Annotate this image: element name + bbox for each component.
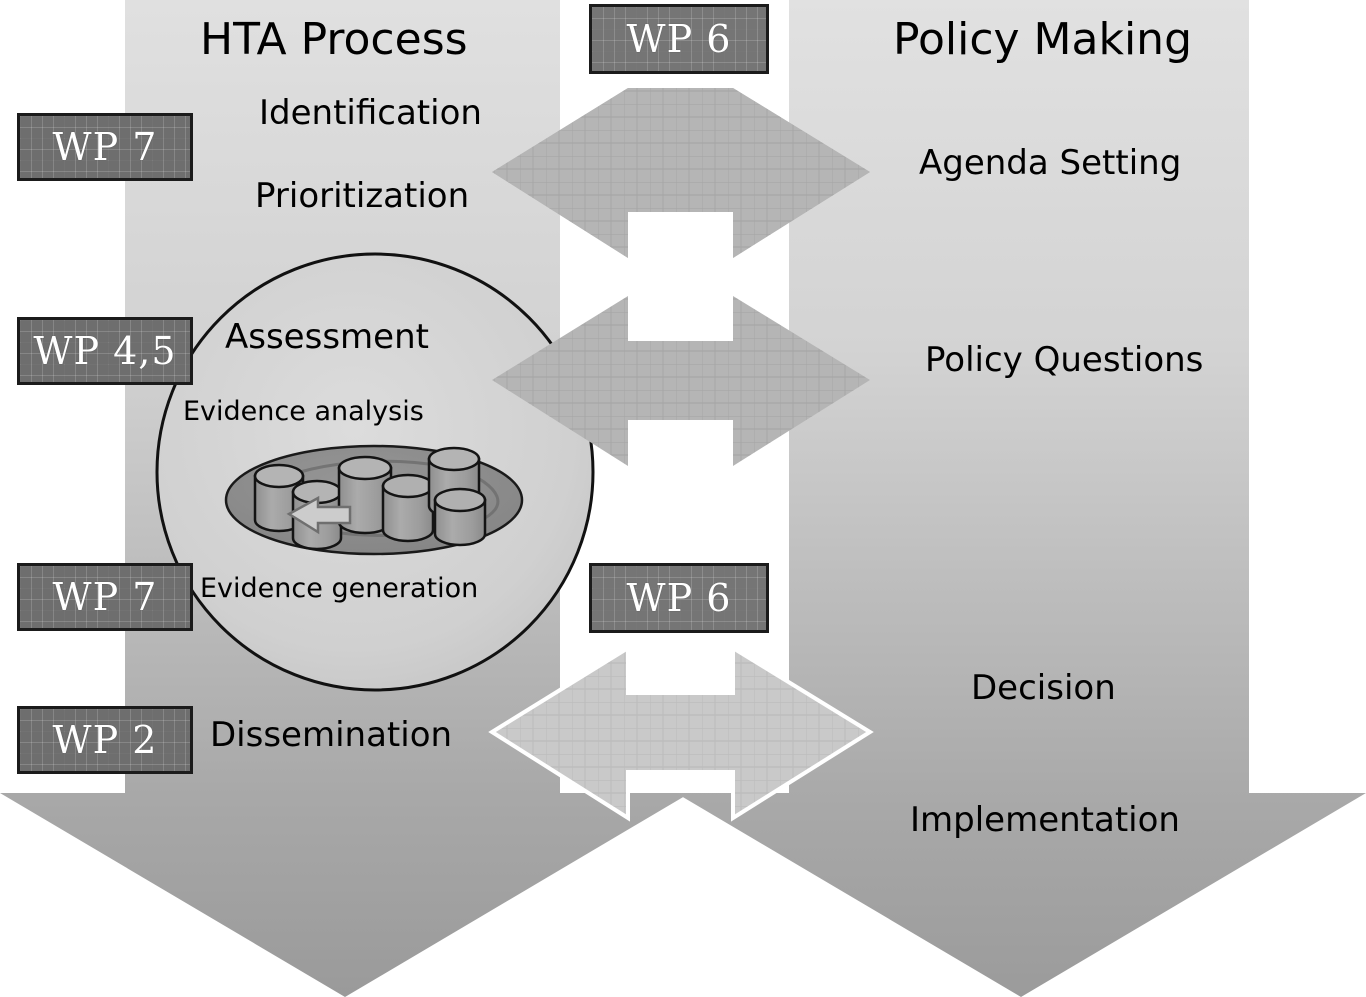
wp-box-label: WP 4,5 [33, 329, 177, 373]
wp-box-label: WP 7 [52, 125, 158, 169]
connector-arrow-policy-questions [492, 296, 870, 466]
connector-arrow-agenda-setting [492, 88, 870, 258]
wp-box-wp7-bottom[interactable]: WP 7 [17, 563, 193, 631]
wp-box-label: WP 2 [52, 718, 158, 762]
wp-box-label: WP 6 [626, 17, 732, 61]
wp-box-wp6-top[interactable]: WP 6 [589, 4, 769, 74]
evidence-cylinder [337, 455, 393, 535]
wp-box-wp45[interactable]: WP 4,5 [17, 317, 193, 385]
cycle-arrowhead-icon [286, 495, 352, 535]
wp-box-label: WP 6 [626, 576, 732, 620]
connector-arrow-decision [488, 644, 874, 822]
evidence-cycle-group [224, 444, 524, 556]
wp-box-wp6-bottom[interactable]: WP 6 [589, 563, 769, 633]
wp-box-wp2[interactable]: WP 2 [17, 706, 193, 774]
evidence-cylinder [433, 487, 487, 547]
wp-box-label: WP 7 [52, 575, 158, 619]
evidence-cylinder [381, 473, 435, 543]
wp-box-wp7-top[interactable]: WP 7 [17, 113, 193, 181]
